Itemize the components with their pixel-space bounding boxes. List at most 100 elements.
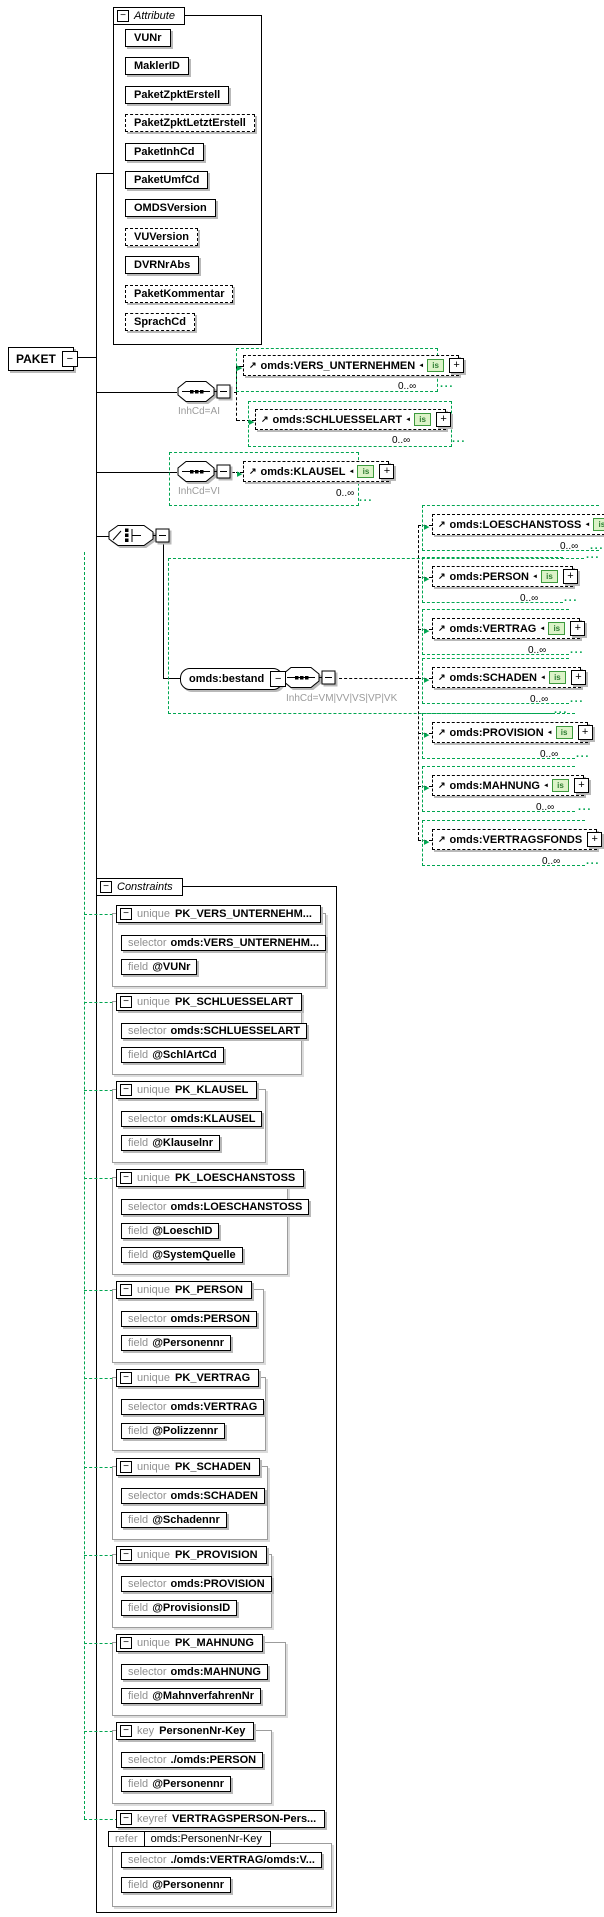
selector-row[interactable]: selector omds:PERSON <box>121 1311 257 1327</box>
constraint-name: PK_VERS_UNTERNEHM... <box>175 908 312 920</box>
field-row[interactable]: field @VUNr <box>121 959 198 975</box>
element-schluesselart[interactable]: ↗ omds:SCHLUESSELART ◄ is + <box>255 409 452 430</box>
attributes-tab[interactable]: − Attribute <box>113 7 185 25</box>
choice-compositor-icon[interactable] <box>108 524 170 548</box>
collapse-icon[interactable]: − <box>120 1725 132 1737</box>
expand-icon[interactable]: + <box>562 569 578 584</box>
truncation-dots: ··· <box>570 647 584 659</box>
field-row[interactable]: field @Personennr <box>121 1877 232 1893</box>
field-row[interactable]: field @Personennr <box>121 1776 232 1792</box>
constraint-unique-pk-schluesselart[interactable]: − unique PK_SCHLUESSELART <box>116 993 303 1011</box>
selector-row[interactable]: selector omds:KLAUSEL <box>121 1111 263 1127</box>
identity-constraint-icon: is <box>548 671 566 684</box>
sequence-compositor-icon[interactable] <box>177 460 231 484</box>
selector-row[interactable]: selector omds:VERS_UNTERNEHM... <box>121 935 327 951</box>
attribute-item-paketumfcd[interactable]: PaketUmfCd <box>125 171 209 189</box>
attribute-item-paketzpkterstell[interactable]: PaketZpktErstell <box>125 86 230 104</box>
collapse-icon[interactable]: − <box>100 881 112 893</box>
attribute-item-omdsversion[interactable]: OMDSVersion <box>125 199 216 217</box>
constraint-kind: unique <box>137 1372 171 1384</box>
element-mahnung[interactable]: ↗ omds:MAHNUNG ◄ is + <box>432 775 589 796</box>
attribute-item-dvrnrabs[interactable]: DVRNrAbs <box>125 256 200 274</box>
collapse-icon[interactable]: − <box>120 1813 132 1825</box>
attribute-item-sprachcd[interactable]: SprachCd <box>125 313 195 331</box>
constraint-unique-pk-schaden[interactable]: − unique PK_SCHADEN <box>116 1458 260 1476</box>
element-bestand[interactable]: omds:bestand − <box>180 668 287 690</box>
reference-arrow-icon: ↗ <box>438 519 446 529</box>
field-row[interactable]: field @LoeschID <box>121 1223 220 1239</box>
selector-row[interactable]: selector ./omds:PERSON <box>121 1752 264 1768</box>
selector-row[interactable]: selector omds:VERTRAG <box>121 1399 265 1415</box>
collapse-icon[interactable]: − <box>117 10 129 22</box>
selector-label: selector <box>128 1113 167 1125</box>
collapse-icon[interactable]: − <box>120 1461 132 1473</box>
field-row[interactable]: field @SchlArtCd <box>121 1047 224 1063</box>
attribute-item-paketkommentar[interactable]: PaketKommentar <box>125 285 234 303</box>
field-row[interactable]: field @Schadennr <box>121 1512 227 1528</box>
attribute-item-paketinhcd[interactable]: PaketInhCd <box>125 143 204 161</box>
collapse-icon[interactable]: − <box>120 996 132 1008</box>
expand-icon[interactable]: + <box>573 778 589 793</box>
constraint-unique-pk-vertrag[interactable]: − unique PK_VERTRAG <box>116 1369 260 1387</box>
selector-row[interactable]: selector omds:PROVISION <box>121 1576 272 1592</box>
expand-icon[interactable]: + <box>570 621 586 636</box>
expand-icon[interactable]: + <box>587 832 603 847</box>
element-label: omds:SCHLUESSELART <box>272 413 403 426</box>
constraint-unique-pk-person[interactable]: − unique PK_PERSON <box>116 1281 252 1299</box>
selector-row[interactable]: selector omds:SCHADEN <box>121 1488 265 1504</box>
collapse-icon[interactable]: − <box>120 908 132 920</box>
element-vers-unternehmen[interactable]: ↗ omds:VERS_UNTERNEHMEN ◄ is + <box>243 355 465 376</box>
root-element-paket[interactable]: PAKET − <box>8 347 78 371</box>
collapse-icon[interactable]: − <box>61 351 78 367</box>
collapse-icon[interactable]: − <box>120 1637 132 1649</box>
occurrence-label: 0..∞ <box>398 381 417 392</box>
selector-value: ./omds:PERSON <box>170 1754 257 1766</box>
constraint-key-personennr-key[interactable]: − key PersonenNr-Key <box>116 1722 255 1740</box>
constraint-keyref-vertragsperson[interactable]: − keyref VERTRAGSPERSON-Pers... <box>116 1810 326 1828</box>
selector-row[interactable]: selector omds:SCHLUESSELART <box>121 1023 308 1039</box>
field-row[interactable]: field @SystemQuelle <box>121 1247 243 1263</box>
expand-icon[interactable]: + <box>570 670 586 685</box>
collapse-icon[interactable]: − <box>270 671 287 687</box>
occurrence-label: 0..∞ <box>520 593 539 604</box>
element-vertragsfonds[interactable]: ↗ omds:VERTRAGSFONDS + <box>432 829 603 850</box>
selector-row[interactable]: selector omds:MAHNUNG <box>121 1664 268 1680</box>
selector-value: omds:PERSON <box>170 1313 250 1325</box>
expand-icon[interactable]: + <box>449 358 465 373</box>
refer-row[interactable]: refer omds:PersonenNr-Key <box>108 1831 271 1847</box>
constraints-tab[interactable]: − Constraints <box>96 878 183 896</box>
collapse-icon[interactable]: − <box>120 1084 132 1096</box>
attribute-item-vunr[interactable]: VUNr <box>125 29 171 47</box>
element-label: PAKET <box>16 352 56 366</box>
field-row[interactable]: field @ProvisionsID <box>121 1600 238 1616</box>
element-schaden[interactable]: ↗ omds:SCHADEN ◄ is + <box>432 667 586 688</box>
sequence-compositor-icon[interactable] <box>282 666 336 690</box>
attribute-item-maklerid[interactable]: MaklerID <box>125 57 189 75</box>
attribute-item-vuversion[interactable]: VUVersion <box>125 228 199 246</box>
constraint-unique-pk-provision[interactable]: − unique PK_PROVISION <box>116 1546 267 1564</box>
selector-row[interactable]: selector omds:LOESCHANSTOSS <box>121 1199 310 1215</box>
collapse-icon[interactable]: − <box>120 1372 132 1384</box>
constraint-unique-pk-klausel[interactable]: − unique PK_KLAUSEL <box>116 1081 258 1099</box>
constraint-unique-pk-mahnung[interactable]: − unique PK_MAHNUNG <box>116 1634 263 1652</box>
expand-icon[interactable]: + <box>436 412 452 427</box>
element-person[interactable]: ↗ omds:PERSON ◄ is + <box>432 566 578 587</box>
selector-row[interactable]: selector ./omds:VERTRAG/omds:V... <box>121 1852 322 1868</box>
element-klausel[interactable]: ↗ omds:KLAUSEL ◄ is + <box>243 461 395 482</box>
sequence-compositor-icon[interactable] <box>177 380 231 404</box>
constraint-unique-pk-loeschanstoss[interactable]: − unique PK_LOESCHANSTOSS <box>116 1169 305 1187</box>
constraint-unique-pk-vers-unternehmen[interactable]: − unique PK_VERS_UNTERNEHM... <box>116 905 321 923</box>
collapse-icon[interactable]: − <box>120 1549 132 1561</box>
element-loeschanstoss[interactable]: ↗ omds:LOESCHANSTOSS ◄ is + <box>432 514 604 535</box>
element-provision[interactable]: ↗ omds:PROVISION ◄ is + <box>432 722 593 743</box>
field-row[interactable]: field @MahnverfahrenNr <box>121 1688 261 1704</box>
expand-icon[interactable]: + <box>379 464 395 479</box>
field-row[interactable]: field @Polizzennr <box>121 1423 225 1439</box>
collapse-icon[interactable]: − <box>120 1284 132 1296</box>
attribute-item-paketzpktletzterstell[interactable]: PaketZpktLetztErstell <box>125 114 255 132</box>
collapse-icon[interactable]: − <box>120 1172 132 1184</box>
expand-icon[interactable]: + <box>577 725 593 740</box>
element-vertrag[interactable]: ↗ omds:VERTRAG ◄ is + <box>432 618 586 639</box>
field-row[interactable]: field @Personennr <box>121 1335 232 1351</box>
field-row[interactable]: field @Klauselnr <box>121 1135 221 1151</box>
